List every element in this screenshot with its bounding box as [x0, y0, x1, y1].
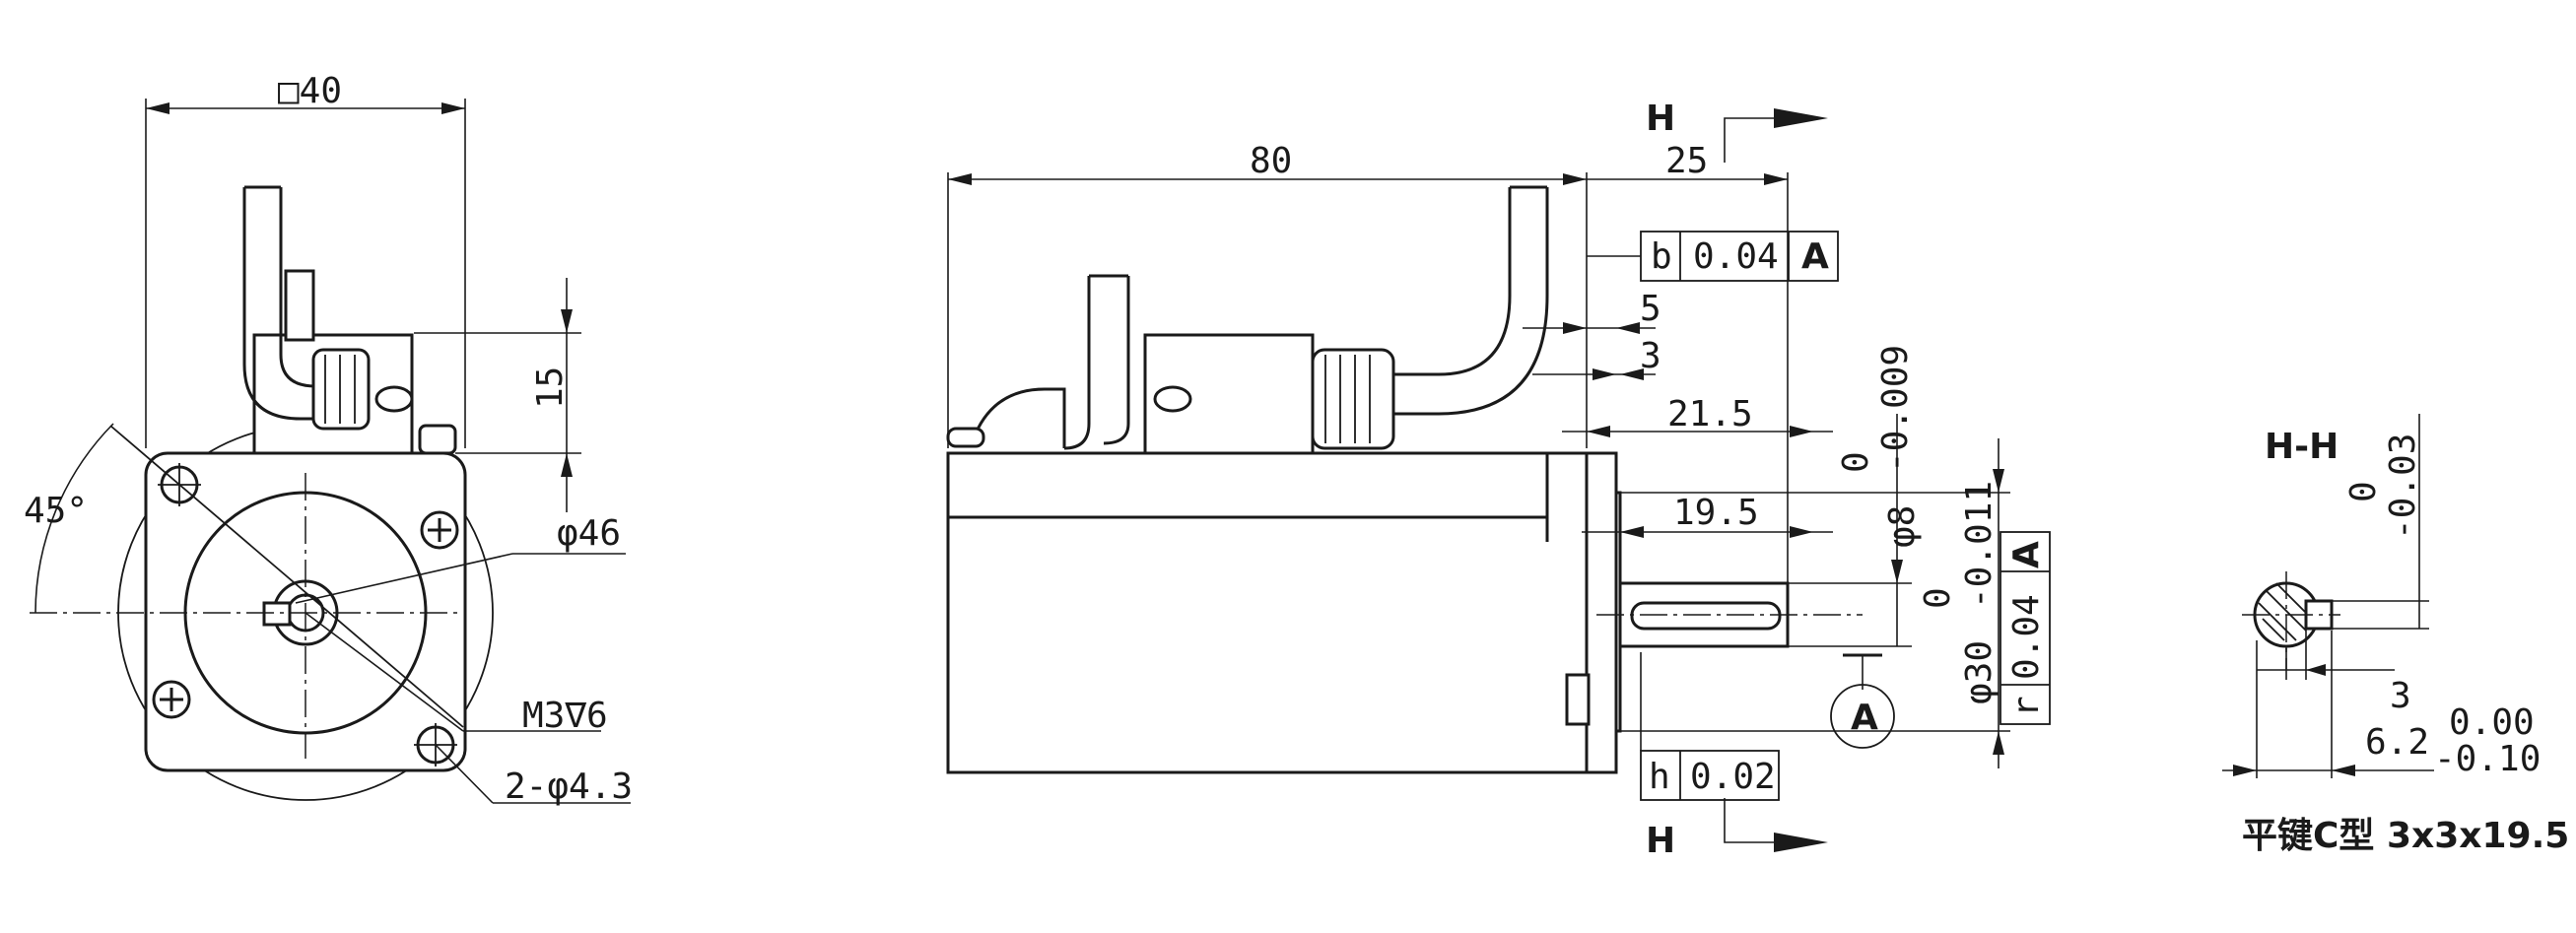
dim-3-arrow-left [1593, 368, 1616, 380]
dim-5-arrow-right [1616, 322, 1640, 334]
dim-phi30-arrow-bottom [1993, 731, 2004, 755]
side-flange [1585, 451, 1618, 774]
section-view: H-H 0 -0.03 3 6.2 0.00 -0.10 平键C型 3x3x19… [2222, 414, 2569, 856]
front-cable-outer [242, 187, 325, 421]
side-left-cable-a [1063, 276, 1091, 450]
front-view: □40 15 45° φ46 M3∇6 2-φ4.3 [24, 71, 633, 807]
dim-15-arrow-bottom [561, 453, 573, 477]
d62-arrow-left [2233, 765, 2257, 776]
shaft-dia-label: φ8 [1882, 505, 1923, 548]
side-shaft-key [1630, 601, 1782, 631]
key-lower: -0.03 [2383, 433, 2423, 540]
flat-frame [1640, 750, 1780, 801]
dim-6-2-lower: -0.10 [2434, 739, 2541, 779]
front-connector-post [284, 269, 315, 342]
dim-square-40: □40 [278, 71, 342, 111]
section-hatching [2258, 582, 2315, 641]
leader-m3-a [305, 612, 464, 732]
front-diagonal [109, 425, 464, 728]
side-flange-tab [1565, 673, 1591, 726]
dim-15: 15 [530, 367, 571, 409]
shaft-dia-upper: 0 [1836, 451, 1876, 473]
perp-value: 0.04 [2006, 594, 2047, 680]
runout-frame [1640, 231, 1839, 282]
front-key [262, 601, 292, 627]
leader-46-a [295, 553, 513, 604]
w3-arrow [2306, 664, 2326, 676]
leader-holes-a [435, 744, 494, 804]
runout-symbol: b [1651, 236, 1672, 277]
angle-arc [34, 423, 114, 614]
section-mark-bottom: H [1646, 821, 1675, 861]
dim-19-5: 19.5 [1673, 493, 1759, 533]
dim-3-section: 3 [2390, 676, 2411, 716]
holes-2-phi-4-3: 2-φ4.3 [505, 766, 633, 807]
dim-phi30-arrow-top [1993, 469, 2004, 493]
dim-21-5-arrow-left [1587, 426, 1610, 437]
perp-frame [2000, 531, 2051, 725]
dim-phi-46: φ46 [557, 513, 621, 554]
dim-80-arrow-left [948, 173, 972, 185]
dim-19-5-arrow-right [1790, 526, 1813, 538]
flat-symbol: h [1649, 757, 1670, 797]
screw-left-cross [160, 688, 183, 711]
dim-5-arrow-left [1563, 322, 1587, 334]
dim-phi8-arrow [1891, 560, 1903, 583]
side-cable-inner [1393, 187, 1549, 416]
side-view: 80 25 H H b 0.04 A 5 3 21.5 [946, 99, 2051, 861]
side-small-screw [1153, 385, 1192, 413]
section-arrow-bottom-head [1774, 833, 1828, 852]
dim-21-5: 21.5 [1667, 394, 1753, 434]
angle-45: 45° [24, 491, 88, 531]
side-cable-outer [1393, 187, 1512, 376]
runout-datum: A [1801, 236, 1829, 277]
side-left-screw [946, 427, 985, 448]
section-title: H-H [2265, 427, 2339, 467]
dim-3-side: 3 [1640, 336, 1661, 376]
key-upper: 0 [2343, 481, 2384, 502]
section-arrow-top-head [1774, 108, 1828, 128]
runout-value: 0.04 [1693, 236, 1779, 277]
screw-right [420, 510, 459, 550]
pilot-dia-upper: 0 [1918, 587, 1958, 609]
thread-m3: M3∇6 [522, 696, 608, 736]
dim-40-arrow-left [146, 102, 169, 114]
side-motor-body [946, 451, 1589, 774]
section-mark-top: H [1646, 99, 1675, 139]
side-left-cable-b [1103, 276, 1130, 445]
datum-circle [1830, 684, 1895, 749]
flat-value: 0.02 [1690, 757, 1776, 797]
section-arrow-bottom-line [1724, 798, 1803, 843]
dim-15-arrow-top [561, 309, 573, 333]
dim-80-arrow-right [1563, 173, 1587, 185]
dim-80: 80 [1250, 141, 1292, 181]
perp-symbol: r [2006, 696, 2047, 717]
datum-a: A [1851, 698, 1878, 738]
front-small-screw [374, 385, 414, 413]
key-note: 平键C型 3x3x19.5 [2242, 816, 2569, 856]
dim-19-5-arrow-left [1620, 526, 1644, 538]
dim-40-arrow-right [441, 102, 465, 114]
screw-right-cross [428, 518, 451, 542]
pilot-dia-label: φ30 [1959, 640, 2000, 704]
dim-6-2: 6.2 [2365, 722, 2429, 763]
side-connector-nut [1311, 348, 1395, 450]
dim-25: 25 [1665, 141, 1708, 181]
shaft-dia-lower: -0.009 [1875, 345, 1916, 473]
dim-6-2-upper: 0.00 [2449, 702, 2535, 743]
front-cable-nut [311, 348, 371, 431]
dim-5: 5 [1640, 289, 1661, 329]
screw-left [152, 680, 191, 719]
front-small-boss [418, 424, 457, 455]
d62-arrow-right [2332, 765, 2355, 776]
dim-3-arrow-right [1620, 368, 1644, 380]
dim-21-5-arrow-right [1790, 426, 1813, 437]
perp-datum: A [2006, 541, 2047, 568]
dim-25-arrow [1764, 173, 1788, 185]
pilot-dia-lower: -0.011 [1959, 481, 2000, 609]
side-left-clip [974, 387, 1066, 448]
section-arrow-top-line [1724, 117, 1803, 163]
